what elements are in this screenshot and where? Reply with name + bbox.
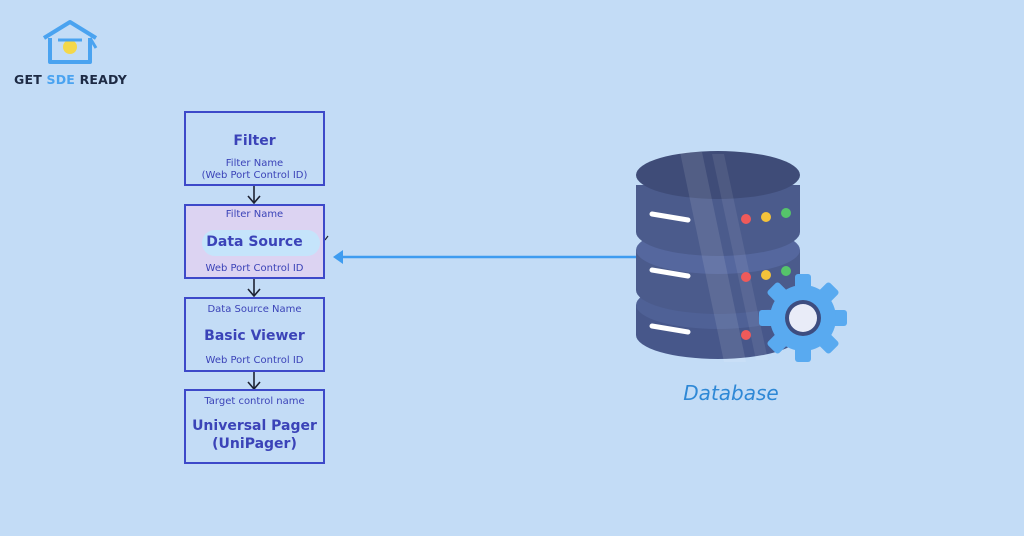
arrow-database-to-datasource xyxy=(333,250,636,264)
filter-line1: Filter Name xyxy=(225,158,284,169)
filter-box: Filter Filter Name (Web Port Control ID) xyxy=(184,111,325,186)
database-label: Database xyxy=(683,381,779,405)
connector-filter-to-datasource xyxy=(247,186,261,205)
data-source-title: Data Source xyxy=(206,234,303,250)
universal-pager-top-label: Target control name xyxy=(204,396,305,407)
basic-viewer-box: Data Source Name Basic Viewer Web Port C… xyxy=(184,297,325,372)
database-server-gear-icon xyxy=(636,151,847,362)
small-tick-mark xyxy=(324,235,329,241)
brand-name: GET SDE READY xyxy=(14,72,127,87)
universal-pager-title-line2: (UniPager) xyxy=(212,436,297,452)
basic-viewer-bottom-label: Web Port Control ID xyxy=(205,355,304,366)
brand-ready: READY xyxy=(79,72,127,87)
brand-get: GET xyxy=(14,72,42,87)
brand-sde: SDE xyxy=(46,72,76,87)
universal-pager-box: Target control name Universal Pager (Uni… xyxy=(184,389,325,464)
connector-viewer-to-pager xyxy=(247,372,261,391)
filter-title: Filter xyxy=(233,133,276,149)
basic-viewer-top-label: Data Source Name xyxy=(207,304,302,315)
connector-datasource-to-viewer xyxy=(247,279,261,298)
data-source-highlight xyxy=(202,230,320,256)
data-source-box: Filter Name Data Source Web Port Control… xyxy=(184,204,325,279)
universal-pager-title-line1: Universal Pager xyxy=(192,418,317,434)
data-source-bottom-label: Web Port Control ID xyxy=(205,263,304,274)
basic-viewer-title: Basic Viewer xyxy=(204,328,305,344)
data-source-top-label: Filter Name xyxy=(225,209,284,220)
filter-line2: (Web Port Control ID) xyxy=(201,170,308,181)
logo: GET SDE READY xyxy=(14,18,134,88)
graduation-house-icon xyxy=(42,20,98,64)
